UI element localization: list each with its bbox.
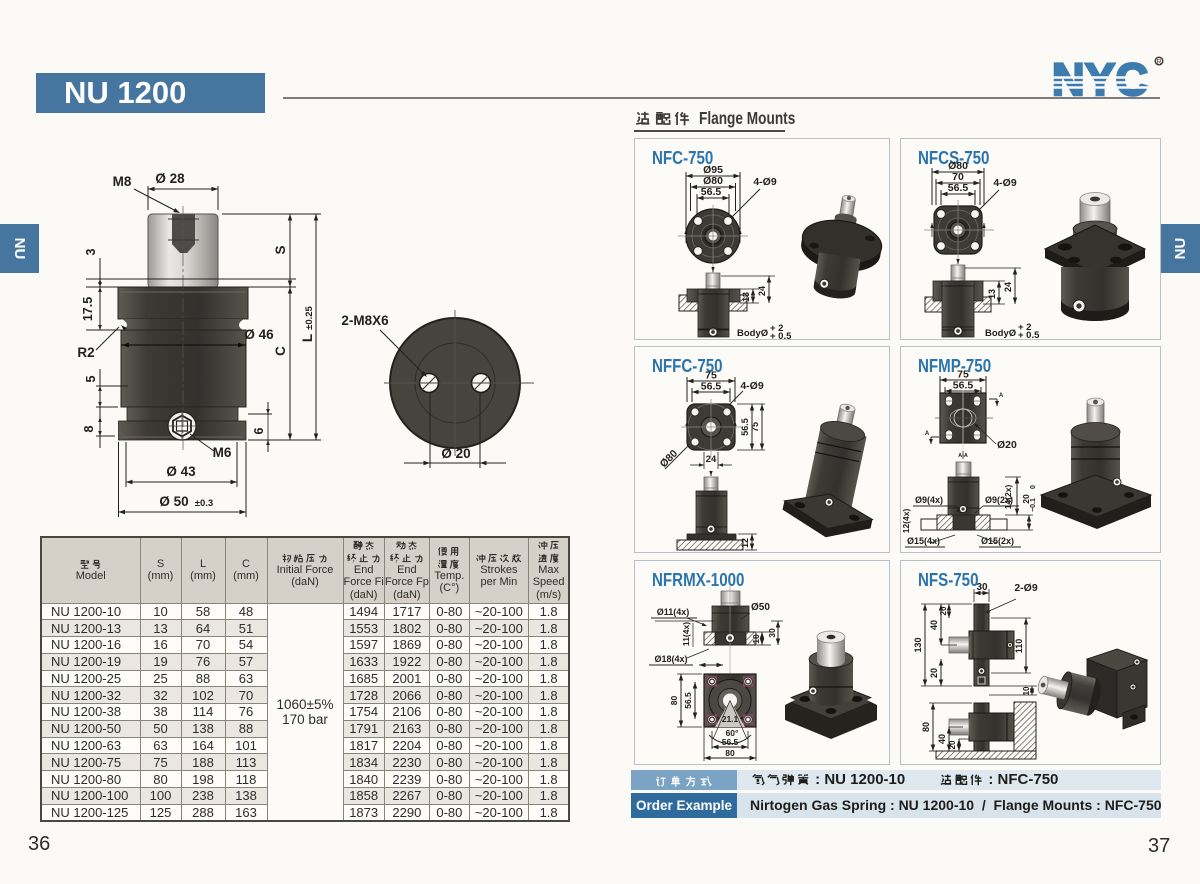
svg-text:11(4x): 11(4x): [681, 622, 691, 646]
svg-text:20: 20: [939, 606, 948, 615]
svg-text:±0.3: ±0.3: [195, 498, 213, 509]
svg-text:+ 0.5: + 0.5: [770, 331, 792, 339]
svg-text:10: 10: [1022, 686, 1031, 695]
svg-text:Ø15(4x): Ø15(4x): [907, 536, 940, 546]
svg-text:4-Ø9: 4-Ø9: [740, 380, 764, 392]
svg-text:12: 12: [740, 538, 750, 548]
svg-text:Ø80: Ø80: [703, 175, 723, 187]
svg-text:Ø80: Ø80: [658, 448, 681, 471]
svg-text:C: C: [273, 346, 288, 356]
svg-text:56.5: 56.5: [722, 737, 739, 747]
svg-text:Ø18(4x): Ø18(4x): [654, 654, 687, 664]
svg-text:4-Ø9: 4-Ø9: [993, 177, 1017, 189]
svg-text:Ø9(4x): Ø9(4x): [915, 495, 943, 505]
svg-text:24: 24: [706, 454, 717, 465]
svg-text:56.5: 56.5: [701, 381, 722, 393]
svg-text:40: 40: [937, 734, 947, 744]
svg-text:Ø 43: Ø 43: [166, 464, 196, 479]
svg-text:Ø9(2x): Ø9(2x): [985, 495, 1013, 505]
svg-text:80: 80: [669, 696, 679, 706]
svg-text:M8: M8: [113, 174, 132, 189]
svg-text:60°: 60°: [726, 728, 739, 738]
svg-text:75: 75: [705, 370, 717, 382]
svg-text:30: 30: [767, 628, 777, 638]
svg-text:80: 80: [725, 748, 735, 758]
svg-text:−0.1: −0.1: [1030, 498, 1037, 512]
svg-text:17.5: 17.5: [81, 297, 95, 321]
svg-text:13: 13: [741, 292, 751, 302]
svg-text:BodyØ: BodyØ: [737, 328, 768, 339]
svg-text:0: 0: [1030, 485, 1037, 489]
svg-text:80: 80: [921, 722, 931, 732]
svg-text:A: A: [999, 393, 1004, 399]
svg-text:BodyØ: BodyØ: [985, 328, 1016, 339]
svg-text:20: 20: [1021, 494, 1031, 504]
svg-text:Ø 20: Ø 20: [441, 446, 470, 461]
svg-text:2-Ø9: 2-Ø9: [1014, 582, 1038, 594]
svg-text:R2: R2: [77, 345, 94, 360]
svg-text:Ø 28: Ø 28: [155, 171, 185, 186]
svg-text:Ø50: Ø50: [751, 602, 770, 613]
svg-text:A-A: A-A: [958, 453, 968, 459]
svg-text:56.5: 56.5: [701, 186, 722, 198]
svg-text:Ø 46: Ø 46: [244, 327, 274, 342]
svg-text:R: R: [1156, 59, 1161, 66]
svg-text:M6: M6: [213, 445, 232, 460]
svg-text:L: L: [300, 334, 315, 342]
svg-text:8: 8: [82, 425, 96, 432]
svg-text:4-Ø9: 4-Ø9: [753, 176, 777, 188]
svg-text:5: 5: [84, 375, 98, 382]
svg-text:A: A: [925, 431, 930, 437]
svg-text:Ø11(4x): Ø11(4x): [657, 607, 690, 617]
svg-text:130: 130: [913, 637, 923, 652]
svg-text:56.5: 56.5: [683, 692, 693, 709]
svg-text:20: 20: [948, 740, 957, 749]
svg-text:10: 10: [751, 634, 761, 644]
svg-text:40: 40: [929, 620, 939, 630]
svg-text:±0.25: ±0.25: [304, 305, 315, 329]
svg-text:Ø 50: Ø 50: [159, 494, 188, 509]
svg-text:14(2x): 14(2x): [1003, 485, 1013, 510]
svg-text:+ 2: + 2: [770, 323, 783, 334]
svg-text:Ø80: Ø80: [948, 160, 968, 172]
svg-text:24: 24: [757, 286, 767, 296]
svg-text:6: 6: [252, 427, 266, 434]
svg-text:56.5: 56.5: [953, 380, 974, 392]
svg-text:75: 75: [957, 369, 969, 381]
svg-text:24: 24: [1003, 282, 1013, 292]
svg-text:70: 70: [952, 171, 964, 183]
svg-text:12(4x): 12(4x): [901, 509, 911, 534]
svg-text:S: S: [273, 245, 288, 254]
svg-text:110: 110: [1014, 639, 1024, 654]
svg-text:Ø15(2x): Ø15(2x): [981, 536, 1014, 546]
svg-text:Ø20: Ø20: [997, 439, 1017, 451]
svg-text:56.5: 56.5: [740, 418, 750, 436]
svg-text:30: 30: [976, 582, 988, 593]
svg-text:21.1: 21.1: [722, 714, 739, 724]
svg-text:3: 3: [84, 248, 98, 255]
svg-text:+ 0.5: + 0.5: [1018, 330, 1040, 339]
svg-text:13: 13: [987, 289, 997, 299]
svg-text:20: 20: [929, 668, 939, 678]
svg-text:2-M8X6: 2-M8X6: [341, 313, 389, 328]
svg-text:56.5: 56.5: [948, 182, 969, 194]
svg-text:+ 2: + 2: [1018, 322, 1031, 333]
svg-text:75: 75: [750, 422, 760, 432]
svg-text:Ø95: Ø95: [703, 164, 723, 176]
